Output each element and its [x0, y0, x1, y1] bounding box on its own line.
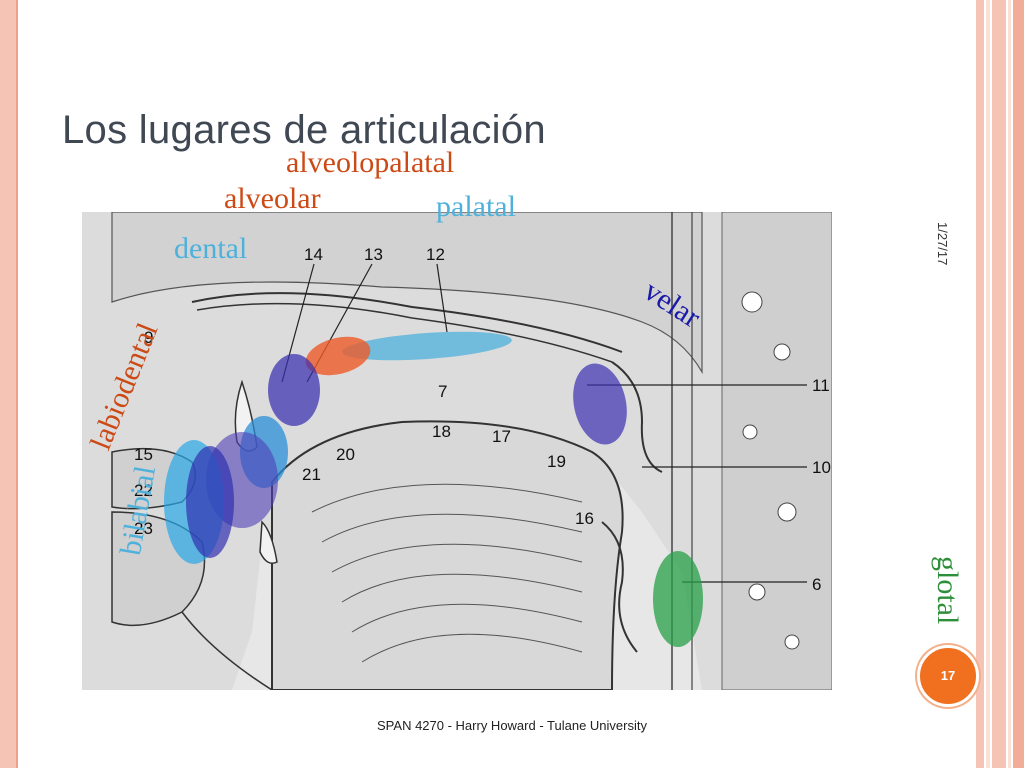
label-palatal: palatal — [436, 190, 516, 223]
diagram-number: 15 — [134, 445, 153, 464]
left-border — [0, 0, 16, 768]
vocal-tract-diagram: 14 13 12 9 7 11 18 17 15 20 19 10 21 22 … — [82, 212, 832, 690]
slide-title: Los lugares de articulación — [62, 108, 546, 152]
label-glotal: glotal — [931, 556, 964, 625]
diagram-number: 11 — [812, 376, 830, 395]
diagram-number: 12 — [426, 245, 445, 264]
diagram-number: 9 — [144, 328, 153, 347]
label-dental: dental — [174, 232, 248, 265]
diagram-number: 21 — [302, 465, 321, 484]
diagram-number: 13 — [364, 245, 383, 264]
diagram-number: 20 — [336, 445, 355, 464]
diagram-number: 23 — [134, 519, 153, 538]
page-number-badge: 17 — [917, 645, 979, 707]
diagram-number: 17 — [492, 427, 511, 446]
label-alveolopalatal: alveolopalatal — [286, 146, 455, 179]
diagram-number: 10 — [812, 458, 831, 477]
left-border-line — [16, 0, 18, 768]
diagram-number: 7 — [438, 382, 447, 401]
label-alveolar: alveolar — [224, 182, 321, 215]
diagram-number: 14 — [304, 245, 323, 264]
diagram-number: 16 — [575, 509, 594, 528]
diagram-number: 19 — [547, 452, 566, 471]
right-decorative-stripes — [976, 0, 1024, 768]
diagram-number: 18 — [432, 422, 451, 441]
diagram-number: 6 — [812, 575, 821, 594]
slide-date: 1/27/17 — [935, 222, 950, 266]
slide-footer: SPAN 4270 - Harry Howard - Tulane Univer… — [377, 718, 647, 733]
diagram-number: 22 — [134, 481, 153, 500]
